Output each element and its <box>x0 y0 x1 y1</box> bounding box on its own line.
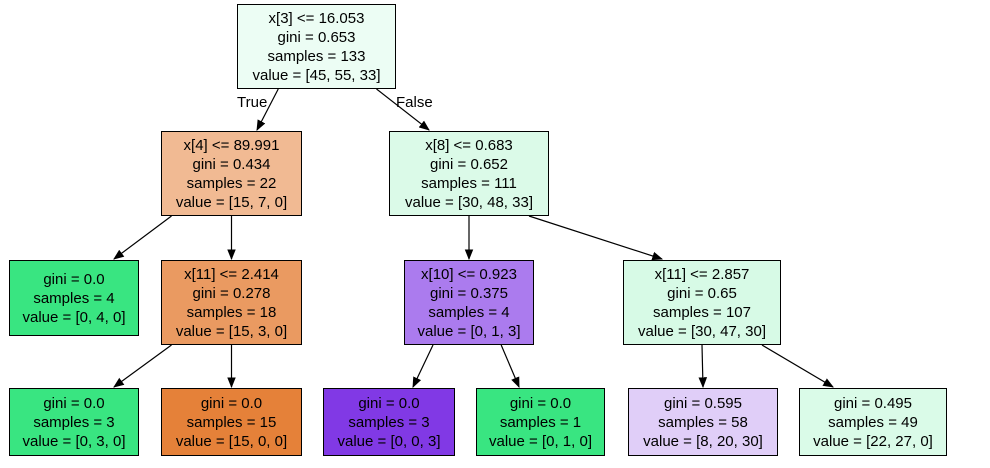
node-text-line: samples = 133 <box>267 47 366 65</box>
node-text-line: samples = 15 <box>186 413 277 431</box>
tree-edge-n4-n7 <box>113 344 172 388</box>
tree-edge-n2-n6 <box>528 215 664 261</box>
node-text-line: gini = 0.0 <box>509 394 572 412</box>
node-text-line: gini = 0.65 <box>667 284 737 302</box>
node-text-line: x[4] <= 89.991 <box>183 136 280 154</box>
node-text-line: gini = 0.375 <box>430 284 508 302</box>
node-text-line: gini = 0.0 <box>43 270 105 288</box>
node-text-line: gini = 0.495 <box>834 394 912 412</box>
node-text-line: value = [15, 3, 0] <box>175 322 288 340</box>
node-text-line: samples = 22 <box>186 174 277 192</box>
node-text-line: samples = 3 <box>348 413 430 431</box>
node-text-line: value = [0, 1, 0] <box>489 432 592 450</box>
node-text-line: gini = 0.0 <box>43 394 105 412</box>
node-text-line: samples = 1 <box>499 413 582 431</box>
tree-edge-n6-n12 <box>761 344 834 388</box>
node-text-line: gini = 0.0 <box>358 394 420 412</box>
node-text-line: samples = 49 <box>828 413 918 431</box>
node-text-line: value = [30, 47, 30] <box>637 322 766 340</box>
node-text-line: x[11] <= 2.857 <box>654 265 750 283</box>
node-text-line: value = [15, 7, 0] <box>175 193 288 211</box>
node-text-line: samples = 58 <box>658 413 748 431</box>
tree-edge-n5-n9 <box>412 344 434 388</box>
node-text-line: samples = 18 <box>186 303 277 321</box>
tree-edge-n1-n3 <box>113 215 172 260</box>
node-text-line: samples = 4 <box>33 289 115 307</box>
edge-label-false: False <box>396 94 433 111</box>
node-text-line: gini = 0.278 <box>192 284 271 302</box>
tree-edge-n5-n10 <box>500 344 520 388</box>
node-text-line: value = [0, 4, 0] <box>22 308 126 326</box>
node-text-line: value = [0, 3, 0] <box>22 432 126 450</box>
node-text-line: value = [45, 55, 33] <box>252 66 381 84</box>
node-text-line: gini = 0.652 <box>430 155 508 173</box>
tree-edge-n0-n2 <box>376 88 430 131</box>
node-text-line: gini = 0.653 <box>277 28 356 46</box>
node-text-line: x[11] <= 2.414 <box>184 265 279 283</box>
node-text-line: gini = 0.0 <box>200 394 263 412</box>
node-text-line: samples = 107 <box>653 303 751 321</box>
node-text-line: x[8] <= 0.683 <box>425 136 513 154</box>
edge-label-true: True <box>237 94 268 111</box>
node-text-line: value = [22, 27, 0] <box>813 432 933 450</box>
node-text-line: value = [8, 20, 30] <box>643 432 763 450</box>
node-text-line: value = [0, 1, 3] <box>417 322 521 340</box>
node-text-line: value = [15, 0, 0] <box>175 432 288 450</box>
node-text-line: gini = 0.595 <box>664 394 742 412</box>
node-text-line: samples = 4 <box>428 303 510 321</box>
node-text-line: value = [30, 48, 33] <box>404 193 533 211</box>
node-text-line: gini = 0.434 <box>192 155 271 173</box>
tree-edge-n6-n11 <box>698 344 708 389</box>
tree-edge-n0-n1 <box>256 88 279 131</box>
node-text-line: samples = 111 <box>421 174 517 192</box>
node-text-line: x[3] <= 16.053 <box>268 9 365 27</box>
node-text-line: value = [0, 0, 3] <box>337 432 441 450</box>
node-text-line: x[10] <= 0.923 <box>421 265 517 283</box>
node-text-line: samples = 3 <box>33 413 115 431</box>
